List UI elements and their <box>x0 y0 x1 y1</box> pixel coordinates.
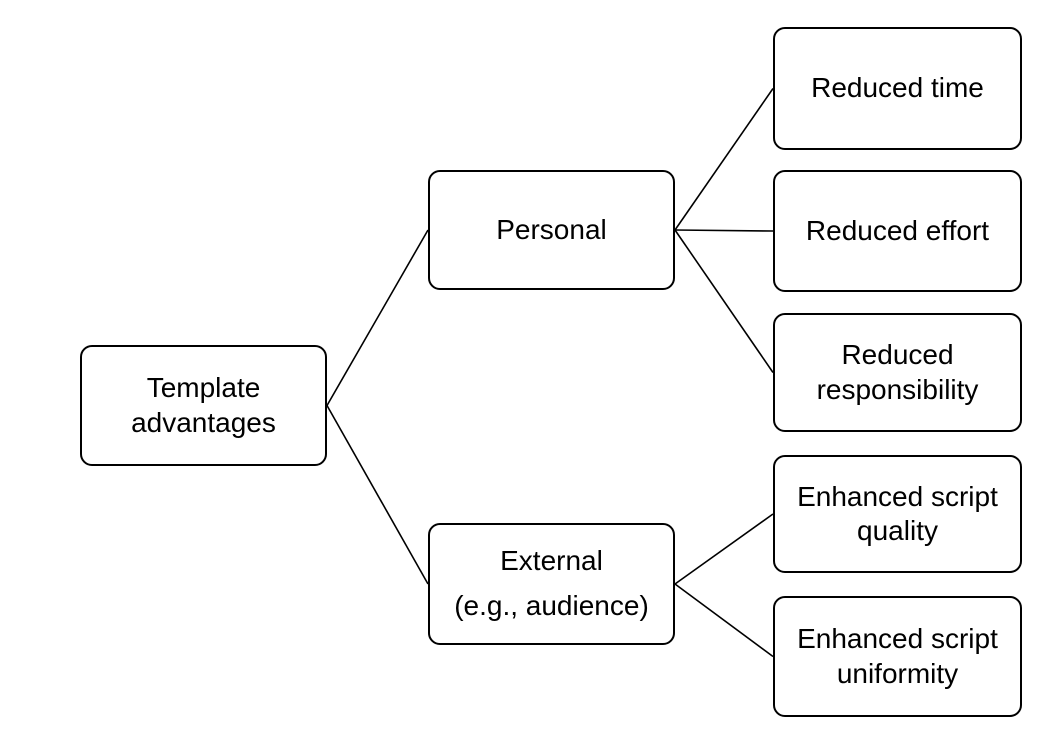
connector-line-external-enhanced-uniformity <box>674 583 774 658</box>
connector-line-root-external <box>326 405 429 585</box>
node-template-advantages: Template advantages <box>80 345 327 466</box>
connector-line-personal-reduced-effort <box>674 229 774 232</box>
node-external: External (e.g., audience) <box>428 523 675 645</box>
connector-line-personal-reduced-responsibility <box>674 229 774 373</box>
node-enhanced-script-quality: Enhanced script quality <box>773 455 1022 573</box>
node-enhanced-script-uniformity: Enhanced script uniformity <box>773 596 1022 717</box>
node-reduced-responsibility: Reduced responsibility <box>773 313 1022 432</box>
connector-line-root-personal <box>326 229 429 406</box>
connector-line-external-enhanced-quality <box>674 513 774 585</box>
connector-line-personal-reduced-time <box>674 88 774 231</box>
node-personal: Personal <box>428 170 675 290</box>
node-reduced-time: Reduced time <box>773 27 1022 150</box>
node-reduced-effort: Reduced effort <box>773 170 1022 292</box>
